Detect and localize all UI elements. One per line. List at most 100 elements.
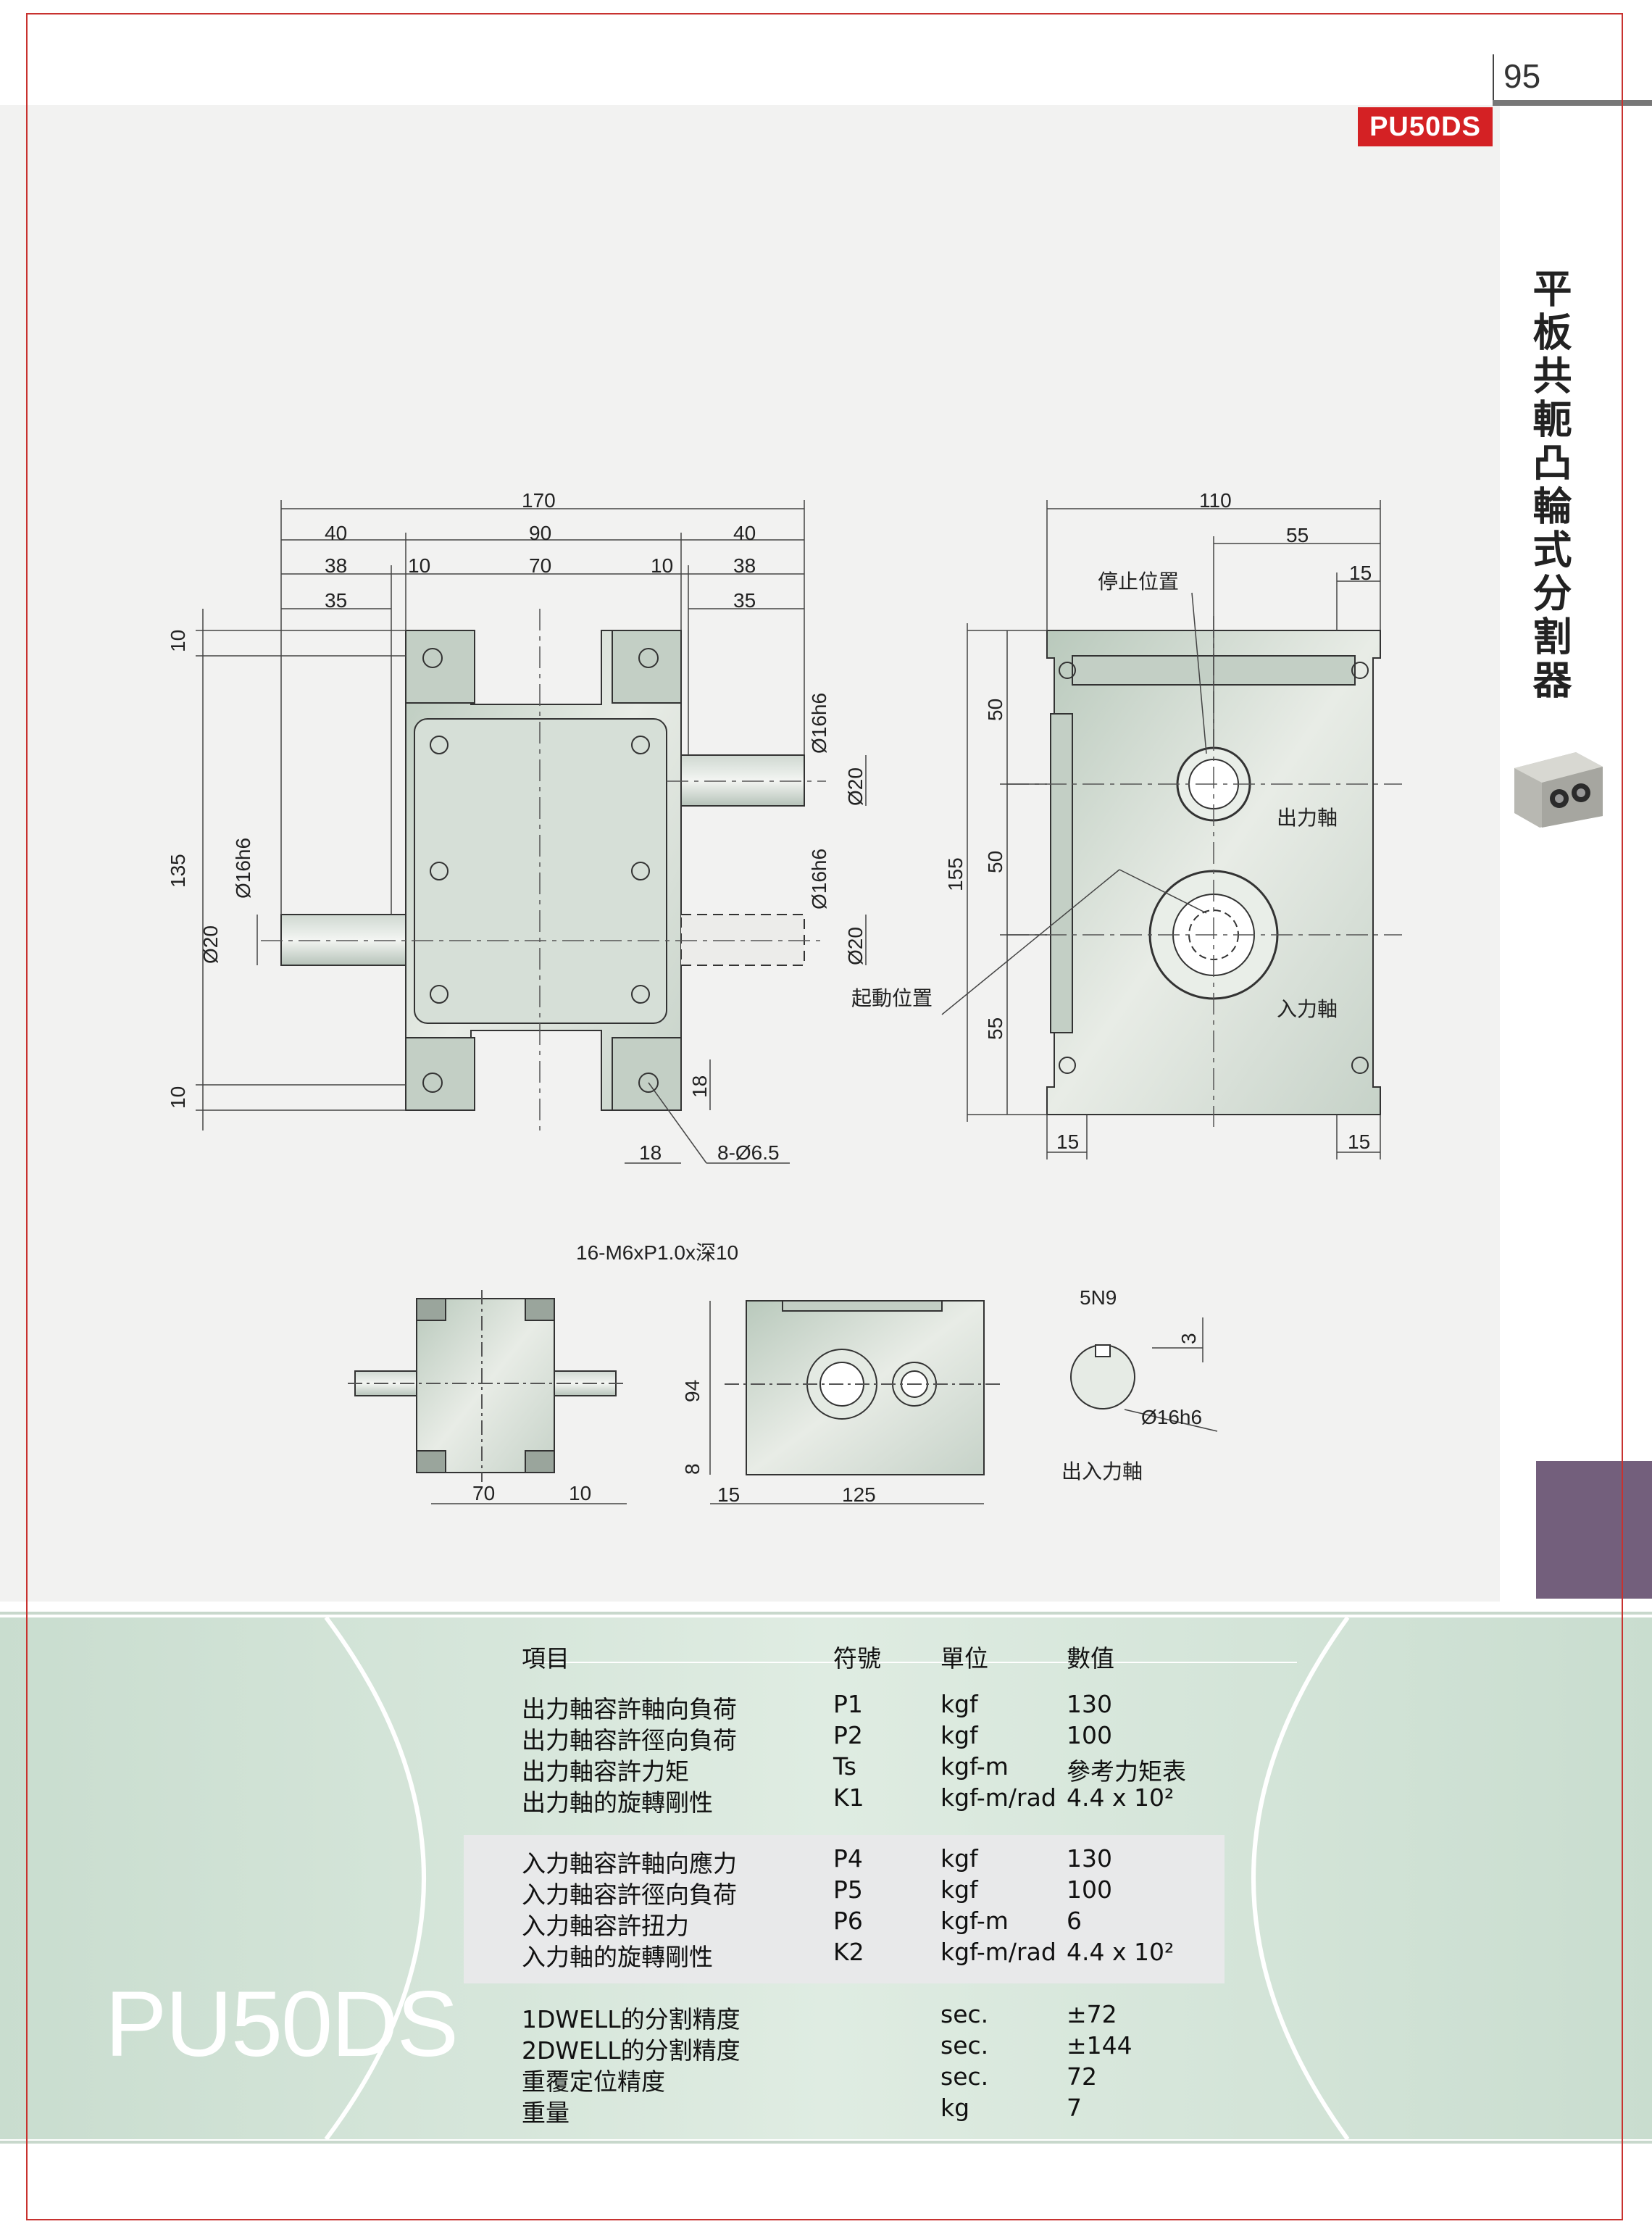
spec-value: 6 xyxy=(1067,1907,1082,1935)
spec-unit: sec. xyxy=(940,2000,989,2028)
dim-text: 8-Ø6.5 xyxy=(717,1141,780,1164)
small-view-a-body xyxy=(416,1298,555,1473)
technical-drawing: 170 40 90 40 38 10 70 10 38 35 35 10 135… xyxy=(167,489,1402,1506)
dim-text: 50 xyxy=(984,699,1006,721)
dim-text: 10 xyxy=(569,1482,591,1504)
spec-value: 參考力矩表 xyxy=(1067,1757,1186,1786)
mount-hole xyxy=(422,648,443,668)
dim-text: Ø16h6 xyxy=(232,838,254,899)
spec-value: 100 xyxy=(1067,1721,1112,1749)
page-number-divider xyxy=(1493,54,1494,101)
dim-text: 10 xyxy=(651,554,673,577)
spec-unit: kgf xyxy=(940,1721,978,1749)
dim-text: 55 xyxy=(984,1017,1006,1040)
dim-text: 70 xyxy=(529,554,551,577)
spec-symbol: P4 xyxy=(833,1844,863,1873)
spec-unit: kgf-m xyxy=(940,1752,1009,1781)
mount-hole xyxy=(638,1073,659,1093)
spec-unit: kgf xyxy=(940,1875,978,1904)
dim-text: Ø16h6 xyxy=(1141,1406,1202,1428)
spec-value: 100 xyxy=(1067,1875,1112,1904)
key-caption: 出入力軸 xyxy=(1061,1460,1143,1483)
dim-text: 55 xyxy=(1286,524,1309,546)
dim-text: 15 xyxy=(1056,1130,1079,1153)
dim-text: 15 xyxy=(717,1483,740,1506)
spec-item: 出力軸的旋轉剛性 xyxy=(522,1788,713,1817)
spec-item: 入力軸容許扭力 xyxy=(522,1912,689,1940)
dim-text: 15 xyxy=(1348,1130,1370,1153)
spec-symbol: P2 xyxy=(833,1721,863,1749)
start-position-label: 起動位置 xyxy=(851,987,933,1009)
page-number-rule xyxy=(1493,100,1652,106)
dim-text: Ø20 xyxy=(844,927,867,965)
header-item: 項目 xyxy=(522,1644,570,1673)
dim-text: 10 xyxy=(408,554,430,577)
output-shaft-label: 出力軸 xyxy=(1277,807,1338,829)
spec-value: ±144 xyxy=(1067,2031,1132,2060)
dim-text: 110 xyxy=(1199,489,1232,512)
spec-item: 1DWELL的分割精度 xyxy=(522,2005,741,2033)
dim-text: 40 xyxy=(325,522,347,544)
dim-text: 5N9 xyxy=(1080,1286,1117,1309)
spec-value: 4.4 x 10² xyxy=(1067,1783,1175,1812)
spec-item: 入力軸的旋轉剛性 xyxy=(522,1943,713,1971)
spec-symbol: K2 xyxy=(833,1938,864,1966)
dim-text: 8 xyxy=(681,1463,704,1475)
input-shaft-right xyxy=(680,914,805,966)
model-watermark: PU50DS xyxy=(105,1973,459,2076)
spec-unit: kgf-m/rad xyxy=(940,1783,1056,1812)
header-unit: 單位 xyxy=(940,1644,988,1673)
dim-text: 38 xyxy=(733,554,756,577)
spec-unit: kgf xyxy=(940,1690,978,1718)
spec-value: 72 xyxy=(1067,2062,1097,2091)
dim-text: 10 xyxy=(167,1086,189,1109)
output-shaft-right xyxy=(680,754,805,807)
spec-value: 130 xyxy=(1067,1690,1112,1718)
dim-text: 10 xyxy=(167,630,189,652)
page-frame xyxy=(26,13,1623,2220)
spec-band-curves xyxy=(324,1617,1350,2139)
dim-text: 38 xyxy=(325,554,347,577)
input-shaft-left xyxy=(280,914,406,966)
spec-value: ±72 xyxy=(1067,2000,1117,2028)
spec-unit: sec. xyxy=(940,2062,989,2091)
dim-text: 35 xyxy=(325,589,347,612)
section-title: 平板共軛凸輪式分割器 xyxy=(1526,268,1572,703)
side-tab xyxy=(1536,1461,1652,1599)
dim-text: 90 xyxy=(529,522,551,544)
dim-text: 40 xyxy=(733,522,756,544)
spec-band-rule xyxy=(0,2141,1652,2144)
dim-text: 94 xyxy=(681,1380,704,1402)
spec-item: 出力軸容許軸向負荷 xyxy=(522,1695,737,1723)
spec-value: 7 xyxy=(1067,2094,1082,2122)
dim-text: 50 xyxy=(984,851,1006,873)
header-value: 數值 xyxy=(1067,1644,1114,1673)
spec-unit: kg xyxy=(940,2094,970,2122)
spec-band-rule xyxy=(0,1612,1652,1615)
spec-symbol: P5 xyxy=(833,1875,863,1904)
dim-text: 18 xyxy=(639,1141,662,1164)
spec-item: 入力軸容許徑向負荷 xyxy=(522,1881,737,1909)
dim-text: Ø20 xyxy=(844,767,867,806)
dim-text: 170 xyxy=(522,489,556,512)
input-shaft-label: 入力軸 xyxy=(1277,998,1338,1020)
spec-item: 入力軸容許軸向應力 xyxy=(522,1849,737,1878)
spec-symbol: Ts xyxy=(833,1752,856,1781)
spec-symbol: P6 xyxy=(833,1907,863,1935)
spec-item: 重覆定位精度 xyxy=(522,2067,665,2096)
front-inner-plate xyxy=(414,718,667,1024)
dim-text: 125 xyxy=(842,1483,876,1506)
dim-text: Ø16h6 xyxy=(808,849,830,909)
spec-value: 4.4 x 10² xyxy=(1067,1938,1175,1966)
spec-item: 2DWELL的分割精度 xyxy=(522,2036,741,2065)
dim-text: 155 xyxy=(944,857,967,891)
dim-text: Ø16h6 xyxy=(808,693,830,754)
dim-text: 35 xyxy=(733,589,756,612)
spec-item: 出力軸容許徑向負荷 xyxy=(522,1726,737,1754)
spec-unit: sec. xyxy=(940,2031,989,2060)
mount-hole xyxy=(422,1073,443,1093)
stop-position-label: 停止位置 xyxy=(1098,570,1179,593)
spec-symbol: K1 xyxy=(833,1783,864,1812)
dim-text: 135 xyxy=(167,854,189,888)
model-tag: PU50DS xyxy=(1358,107,1493,146)
